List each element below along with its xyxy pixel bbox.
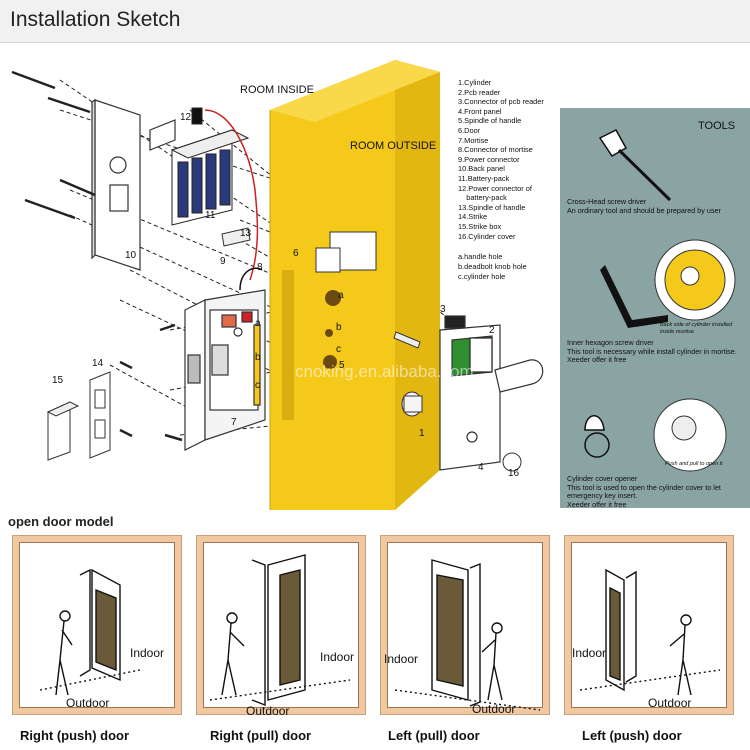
tool-opener-desc2: emergency key insert. — [567, 491, 638, 500]
hole-item: b.deadbolt knob hole — [458, 262, 527, 271]
tool-hex-desc: This tool is necessary while install cyl… — [567, 346, 737, 356]
tool-hex-text: Inner hexagon screw driver This tool is … — [567, 338, 747, 365]
front-panel — [439, 315, 544, 471]
door-panel-left-pull — [380, 535, 550, 715]
door-panel-left-push — [564, 535, 734, 715]
callout-5: 5 — [339, 360, 345, 371]
door-panel-right-pull — [196, 535, 366, 715]
room-outside-label: ROOM OUTSIDE — [350, 140, 437, 152]
tool-screwdriver-text: Cross-Head screw driver An ordinary tool… — [567, 197, 747, 215]
part-item: 2.Pcb reader — [458, 87, 501, 97]
part-item: 7.Mortise — [458, 135, 489, 145]
part-item: 16.Cylinder cover — [458, 231, 516, 241]
callout-c: c — [336, 344, 341, 355]
part-item: 14.Strike — [458, 212, 488, 222]
callout-1: 1 — [419, 428, 425, 439]
tool-opener-desc: This tool is used to open the cylinder c… — [567, 482, 721, 492]
callout-3: 3 — [440, 304, 446, 315]
screwdriver-icon — [598, 129, 672, 202]
tool-opener-note: Xeeder offer it free — [567, 499, 627, 509]
callout-15: 15 — [52, 375, 64, 386]
caption-right-push: Right (push) door — [20, 728, 130, 743]
callout-4: 4 — [478, 462, 484, 473]
callout-6: 6 — [293, 248, 299, 259]
hex-note-line: Back side of cylinder installed — [660, 322, 733, 328]
callout-a: a — [338, 290, 344, 301]
callout-mortise-c: c — [255, 380, 260, 391]
opener-icon — [584, 415, 610, 458]
part-item: 5.Spindle of handle — [458, 116, 522, 126]
callout-9: 9 — [220, 256, 226, 267]
tool-opener-text: Cylinder cover opener This tool is used … — [567, 474, 747, 509]
callout-14: 14 — [92, 358, 104, 369]
open-door-model-title: open door model — [8, 514, 114, 529]
outdoor-label-3: Outdoor — [472, 702, 516, 716]
outdoor-label-1: Outdoor — [66, 696, 110, 710]
callout-mortise-a: a — [255, 318, 261, 329]
indoor-label-2: Indoor — [320, 650, 355, 664]
hole-item: a.handle hole — [458, 252, 503, 261]
watermark: cnoking.en.alibaba.com — [295, 362, 474, 381]
callout-mortise-b: b — [255, 352, 261, 363]
callout-b: b — [336, 322, 342, 333]
part-item: 10.Back panel — [458, 164, 505, 174]
hole-item: c.cylinder hole — [458, 272, 506, 281]
strike-box — [46, 401, 80, 461]
cylinder — [393, 331, 522, 472]
tools-title: TOOLS — [698, 120, 736, 132]
tools-artwork — [560, 108, 750, 508]
outdoor-label-2: Outdoor — [246, 704, 290, 718]
part-item: 6.Door — [458, 125, 481, 135]
part-item: 3.Connector of pcb reader — [458, 97, 544, 107]
tool-hex-name: Inner hexagon screw driver — [567, 338, 654, 347]
caption-left-pull: Left (pull) door — [388, 728, 480, 743]
tool-screwdriver-name: Cross-Head screw driver — [567, 197, 647, 206]
page-title: Installation Sketch — [10, 8, 181, 31]
hex-note: Back side of cylinder installed inside m… — [660, 322, 746, 335]
callout-11: 11 — [205, 210, 216, 221]
hex-key-icon — [600, 265, 668, 328]
part-item: 8.Connector of mortise — [458, 145, 533, 155]
tool-hex-note: Xeeder offer it free — [567, 355, 627, 364]
part-item: 15.Strike box — [458, 221, 502, 231]
strike — [89, 371, 111, 459]
part-item: 12.Power connector of — [458, 183, 532, 193]
room-inside-label: ROOM INSIDE — [240, 84, 314, 96]
parts-list: 1.Cylinder 2.Pcb reader 3.Connector of p… — [458, 78, 578, 241]
part-item: battery-pack — [458, 193, 507, 203]
indoor-label-4: Indoor — [572, 646, 607, 660]
door-panel-right-push — [12, 535, 182, 715]
part-item: 13.Spindle of handle — [458, 202, 526, 212]
outdoor-label-4: Outdoor — [648, 696, 692, 710]
tool-screwdriver-desc: An ordinary tool and should be prepared … — [567, 205, 721, 215]
tool-opener-name: Cylinder cover opener — [567, 474, 638, 483]
mortise — [184, 267, 266, 451]
callout-12: 12 — [180, 112, 192, 123]
part-item: 9.Power connector — [458, 154, 520, 164]
callout-8: 8 — [257, 262, 263, 273]
door-slab — [269, 60, 440, 510]
part-item: 4.Front panel — [458, 106, 502, 116]
callout-16: 16 — [508, 468, 520, 479]
holes-list: a.handle hole b.deadbolt knob hole c.cyl… — [458, 252, 578, 282]
caption-left-push: Left (push) door — [582, 728, 682, 743]
battery-pack — [170, 107, 259, 281]
caption-right-pull: Right (pull) door — [210, 728, 312, 743]
indoor-label-1: Indoor — [130, 646, 165, 660]
callout-2: 2 — [489, 325, 495, 336]
back-panel — [91, 98, 176, 271]
screws — [11, 70, 183, 442]
spindle — [221, 227, 251, 247]
opener-note: Push and pull to open it — [665, 461, 723, 467]
indoor-label-3: Indoor — [384, 652, 419, 666]
header-bar — [0, 0, 750, 43]
callout-10: 10 — [125, 250, 137, 261]
callout-7: 7 — [231, 417, 237, 428]
callout-13: 13 — [240, 228, 252, 239]
part-item: 11.Battery-pack — [458, 173, 510, 183]
hex-note-line: inside mortise — [660, 328, 694, 335]
part-item: 1.Cylinder — [458, 78, 492, 87]
